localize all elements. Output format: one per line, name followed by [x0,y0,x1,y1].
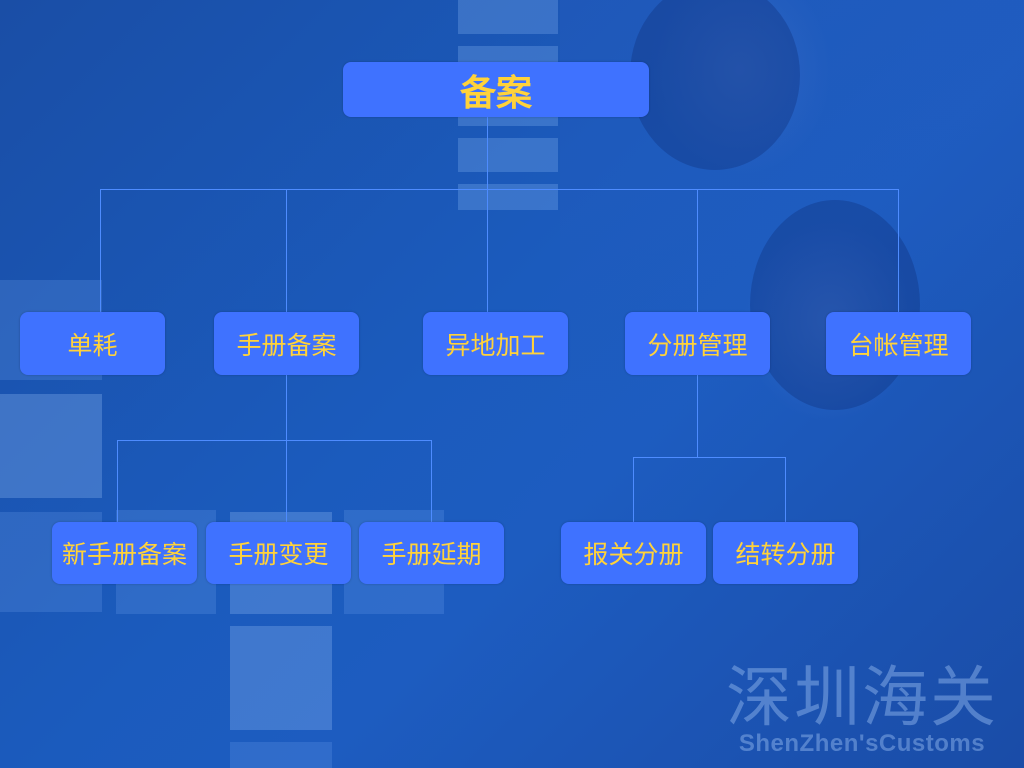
face-silhouette [630,0,800,170]
connector-root-down [487,117,488,189]
node-xin-shouce-beian: 新手册备案 [52,522,197,584]
connector-to-danhao [100,189,101,312]
node-taizhang-guanli: 台帐管理 [826,312,971,375]
connector-to-shouce-beian [286,189,287,312]
node-label: 备案 [459,71,532,114]
customs-watermark: 深圳海关 ShenZhen'sCustoms [726,662,998,758]
node-root-beian: 备案 [343,62,649,117]
connector-to-fence-guanli [697,189,698,312]
node-label: 手册延期 [381,540,482,569]
node-label: 分册管理 [647,330,748,360]
node-fence-guanli: 分册管理 [625,312,770,375]
node-jiezhuan-fence: 结转分册 [713,522,858,584]
bg-tile [230,626,332,730]
node-label: 结转分册 [735,540,836,569]
watermark-english: ShenZhen'sCustoms [738,730,986,757]
face-silhouette [750,200,920,410]
node-shouce-beian: 手册备案 [214,312,359,375]
node-label: 单耗 [67,330,118,360]
connector-to-shouce-yanqi [431,440,432,522]
node-yidi-jiagong: 异地加工 [423,312,568,375]
node-label: 手册变更 [228,540,329,569]
connector-to-baoguan [633,457,634,522]
node-label: 报关分册 [583,540,684,569]
node-baoguan-fence: 报关分册 [561,522,706,584]
connector-to-taizhang-guanli [898,189,899,312]
connector-level2-left-bar [117,440,431,441]
watermark-chinese: 深圳海关 [726,659,998,736]
bg-tile [0,394,102,498]
node-label: 异地加工 [445,330,546,360]
connector-level1-bar [100,189,899,190]
node-label: 手册备案 [236,330,337,360]
connector-to-yidi-jiagong [487,189,488,312]
connector-shouce-down [286,375,287,522]
node-label: 台帐管理 [848,330,949,360]
connector-to-xin-shouce [117,440,118,522]
node-shouce-yanqi: 手册延期 [359,522,504,584]
node-shouce-biangeng: 手册变更 [206,522,351,584]
connector-level2-right-bar [633,457,786,458]
node-label: 新手册备案 [61,540,187,569]
connector-to-jiezhuan [785,457,786,522]
connector-fence-down [697,375,698,457]
bg-tile [230,742,332,768]
node-danhao: 单耗 [20,312,165,375]
